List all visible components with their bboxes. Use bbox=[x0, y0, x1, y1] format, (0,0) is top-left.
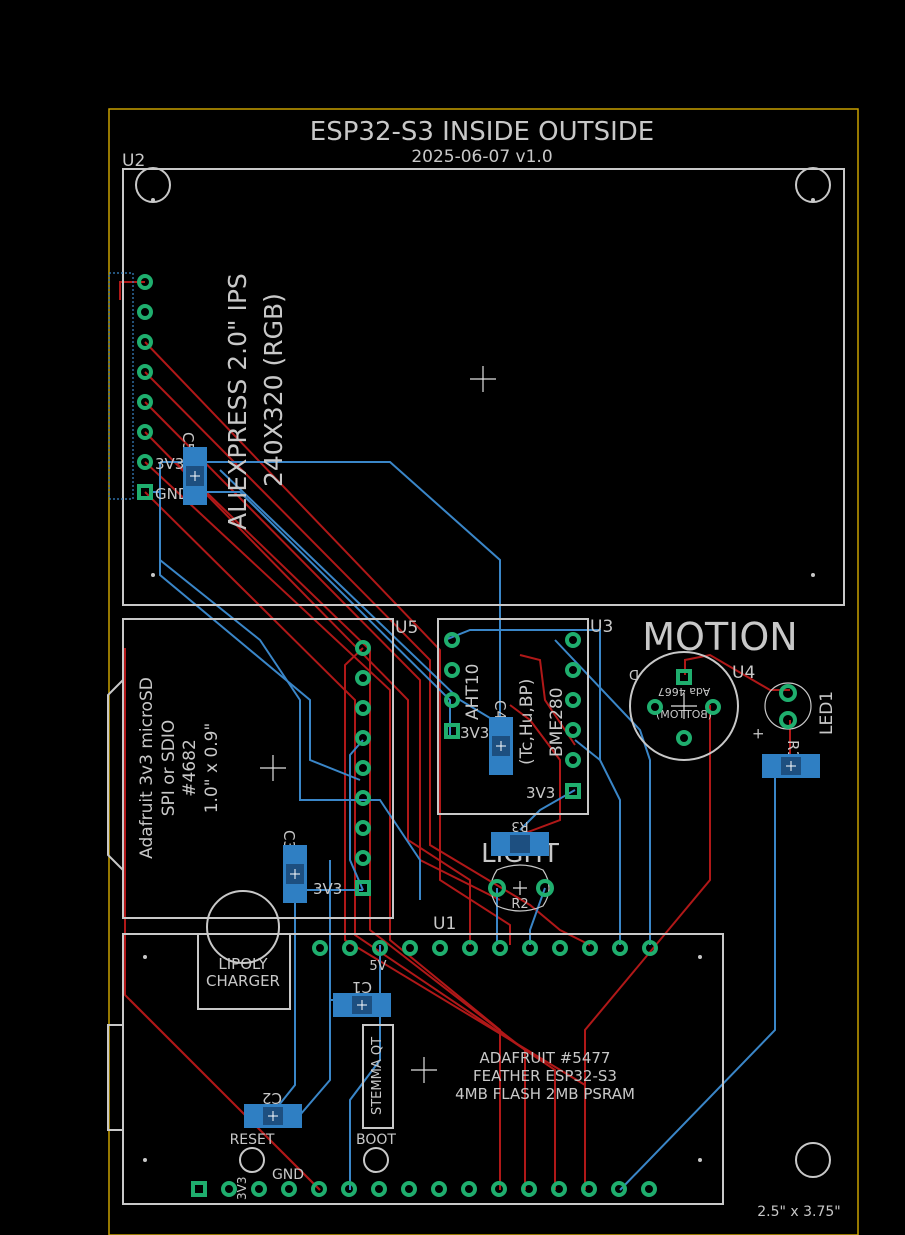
charger-line2: CHARGER bbox=[206, 972, 280, 990]
u1-pin-gnd: GND bbox=[272, 1167, 304, 1183]
u1-feather: U1 LIPOLY CHARGER ADAFRUIT #5477 FEATHER… bbox=[107, 890, 831, 1205]
c5-capacitor bbox=[183, 447, 207, 505]
led1: LED1 + R1 bbox=[749, 682, 837, 778]
u1-line2: FEATHER ESP32-S3 bbox=[473, 1067, 617, 1085]
c1-ref: C1 bbox=[352, 978, 372, 996]
u3-ref: U3 bbox=[590, 617, 613, 637]
u3-bme280: BME280 bbox=[547, 687, 567, 757]
u4-motion: MOTION U4 Ada 4667 (BOTTOM) D bbox=[629, 615, 798, 761]
u3-measures: (Tc,Hu,BP) bbox=[517, 679, 537, 765]
u2-ref: U2 bbox=[122, 151, 145, 171]
u4-mirror-top: Ada 4667 bbox=[658, 685, 711, 698]
c3-capacitor bbox=[283, 845, 307, 903]
u5-line4: 1.0" x 0.9" bbox=[202, 723, 222, 814]
u5-line2: SPI or SDIO bbox=[159, 720, 179, 817]
r2-ref: R2 bbox=[511, 897, 528, 912]
u3-pin-3v3-right: 3V3 bbox=[526, 784, 555, 802]
c4-ref: C4 bbox=[491, 700, 509, 720]
board-outline bbox=[108, 108, 859, 1235]
led1-ref: LED1 bbox=[817, 691, 837, 735]
u2-display: U2 ALIEXPRESS 2.0" IPS 240X320 (RGB) 3V3… bbox=[108, 151, 845, 606]
boot-label: BOOT bbox=[356, 1132, 396, 1148]
board-size-note: 2.5" x 3.75" bbox=[757, 1204, 841, 1220]
u2-line1: ALIEXPRESS 2.0" IPS bbox=[223, 273, 252, 530]
c2-capacitor bbox=[244, 1104, 302, 1128]
u3-pin-3v3-left: 3V3 bbox=[460, 724, 489, 742]
u5-pin-3v3: 3V3 bbox=[313, 880, 342, 898]
u1-bottom-pins bbox=[191, 1181, 657, 1197]
stemma-label: STEMMA QT bbox=[370, 1037, 385, 1115]
u2-line2: 240X320 (RGB) bbox=[259, 293, 288, 487]
u5-ref: U5 bbox=[395, 618, 418, 638]
light-sensor: LIGHT R3 R2 bbox=[481, 818, 559, 912]
c4-capacitor bbox=[489, 717, 513, 775]
motion-title: MOTION bbox=[642, 615, 797, 659]
c2-ref: C2 bbox=[262, 1089, 282, 1107]
u3-pins bbox=[444, 632, 581, 799]
c1-capacitor bbox=[333, 993, 391, 1017]
u5-microsd: U5 Adafruit 3v3 microSD SPI or SDIO #468… bbox=[107, 618, 418, 919]
r3-ref: R3 bbox=[511, 818, 528, 833]
u5-header-pins bbox=[355, 640, 371, 896]
reset-label: RESET bbox=[230, 1132, 275, 1148]
u2-header-pins bbox=[137, 274, 153, 500]
u2-pin-gnd: GND bbox=[155, 485, 189, 503]
led1-plus: + bbox=[749, 727, 767, 740]
u3-sensor: U3 AHT10 (Tc,Hu,BP) BME280 3V3 3V3 C4 bbox=[437, 617, 613, 815]
top-traces bbox=[119, 281, 791, 1191]
u4-ref: U4 bbox=[732, 663, 755, 683]
u1-pin-5v: 5V bbox=[369, 959, 386, 974]
u5-line3: #4682 bbox=[180, 739, 200, 797]
u3-aht10: AHT10 bbox=[463, 664, 483, 720]
u1-pin-3v3: 3V3 bbox=[235, 1177, 249, 1200]
u2-pin-3v3: 3V3 bbox=[155, 455, 184, 473]
svg-text:D: D bbox=[629, 666, 639, 681]
bottom-traces bbox=[150, 461, 776, 1191]
board-title: ESP32-S3 INSIDE OUTSIDE bbox=[310, 117, 654, 147]
u5-line1: Adafruit 3v3 microSD bbox=[137, 677, 157, 859]
u1-line1: ADAFRUIT #5477 bbox=[480, 1049, 611, 1067]
u1-top-pins bbox=[312, 940, 658, 956]
charger-line1: LIPOLY bbox=[218, 955, 268, 973]
u1-line3: 4MB FLASH 2MB PSRAM bbox=[455, 1085, 635, 1103]
board-date: 2025-06-07 v1.0 bbox=[411, 147, 552, 167]
u1-ref: U1 bbox=[433, 914, 456, 934]
